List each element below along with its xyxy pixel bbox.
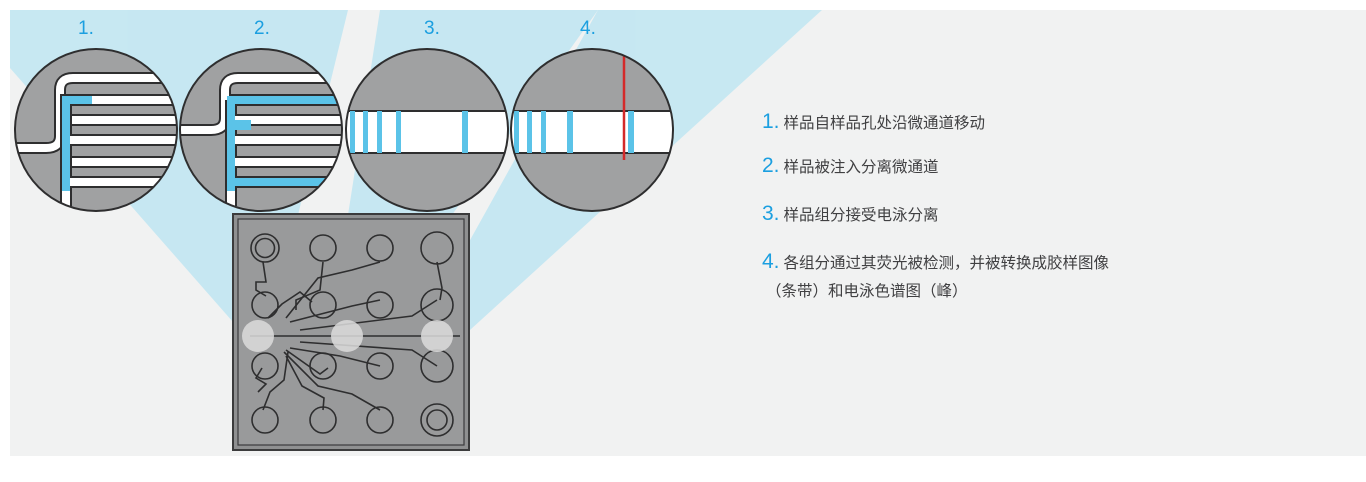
magnifier-2 <box>179 48 343 212</box>
legend-item-3: 3.样品组分接受电泳分离 <box>762 200 939 229</box>
legend-number: 3. <box>762 202 780 225</box>
step-label-2: 2. <box>254 18 270 39</box>
chip-spot-2 <box>331 320 363 352</box>
chip <box>232 213 470 451</box>
legend-text: 样品自样品孔处沿微通道移动 <box>783 114 986 132</box>
step-label-1: 1. <box>78 18 94 39</box>
legend-item-2: 2.样品被注入分离微通道 <box>762 152 939 181</box>
legend-number: 4. <box>762 250 780 273</box>
legend-number: 2. <box>762 154 780 177</box>
step-label-3: 3. <box>424 18 440 39</box>
step-label-4: 4. <box>580 18 596 39</box>
magnifier-1 <box>14 48 178 212</box>
legend-text-continued: （条带）和电泳色谱图（峰） <box>766 282 968 300</box>
magnifier-4 <box>510 48 674 212</box>
chip-wells <box>250 231 454 437</box>
legend-item-4: 4.各组分通过其荧光被检测，并被转换成胶样图像 （条带）和电泳色谱图（峰） <box>762 248 1109 305</box>
chip-spot-3 <box>421 320 453 352</box>
legend-text: 样品被注入分离微通道 <box>783 158 939 176</box>
legend-number: 1. <box>762 110 780 133</box>
legend-text: 各组分通过其荧光被检测，并被转换成胶样图像 <box>783 254 1110 272</box>
legend-text: 样品组分接受电泳分离 <box>783 206 939 224</box>
magnifier-3 <box>345 48 509 212</box>
legend-item-1: 1.样品自样品孔处沿微通道移动 <box>762 108 985 137</box>
chip-spot-1 <box>242 320 274 352</box>
